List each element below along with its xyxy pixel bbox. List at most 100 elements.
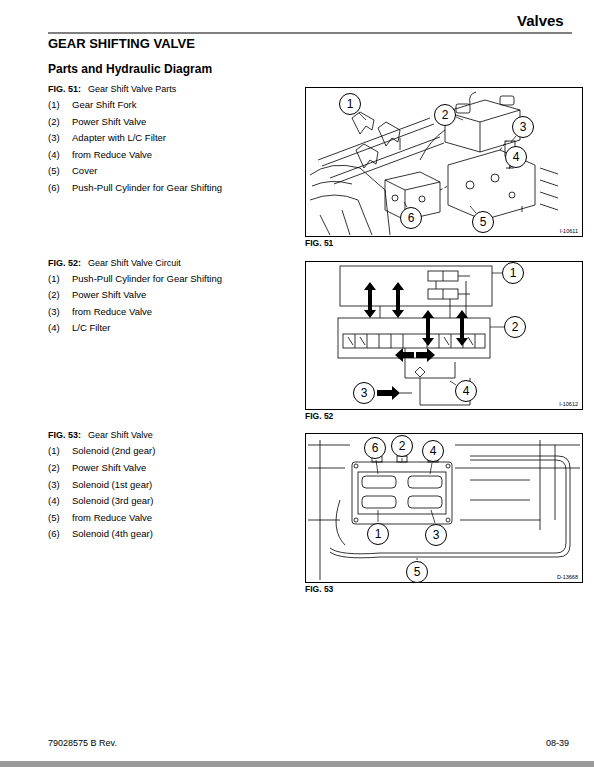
callout-circle: 4	[455, 380, 477, 402]
image-id: D-13668	[557, 574, 578, 580]
figure-frame: I-10611 1 2 3 4 6 5	[305, 87, 583, 237]
figure-caption: Gear Shift Valve	[88, 430, 153, 440]
section-title: GEAR SHIFTING VALVE	[48, 36, 195, 51]
exploded-view	[440, 141, 507, 190]
flow-arrow	[456, 310, 468, 346]
flow-arrow	[416, 348, 435, 362]
callout-circle: 2	[434, 104, 456, 126]
part-name: Push-Pull Cylinder for Gear Shifting	[72, 274, 222, 285]
image-id: I-10612	[559, 401, 578, 407]
part-name: L/C Filter	[72, 323, 111, 334]
installed-view	[352, 462, 452, 524]
hydraulic-schematic	[400, 393, 412, 394]
callout-number: 4	[430, 445, 437, 457]
installed-view	[308, 440, 580, 580]
callout-number: 3	[361, 387, 368, 399]
callout-circle: 3	[353, 382, 375, 404]
exploded-view	[310, 92, 558, 235]
callout-circle: 3	[512, 116, 534, 138]
item-number: (1)	[48, 100, 60, 111]
section-subheading: Parts and Hydraulic Diagram	[48, 63, 212, 77]
exploded-view	[509, 192, 515, 198]
callout-circle: 1	[339, 93, 361, 115]
header-rule	[48, 32, 572, 33]
hydraulic-schematic	[338, 266, 492, 405]
hydraulic-schematic	[348, 337, 473, 345]
item-number: (3)	[48, 480, 60, 491]
figure-number: FIG. 52	[305, 412, 333, 422]
item-number: (1)	[48, 446, 60, 457]
image-id: I-10611	[560, 228, 578, 234]
installed-view	[330, 456, 570, 558]
part-name: Solenoid (3rd gear)	[72, 496, 153, 507]
leader-line	[450, 273, 504, 385]
callout-number: 5	[480, 216, 487, 228]
item-number: (3)	[48, 307, 60, 318]
exploded-view	[491, 174, 499, 182]
part-name: Adapter with L/C Filter	[72, 133, 166, 144]
callout-circle: 3	[425, 524, 447, 546]
figure-caption: FIG. 51:	[48, 84, 81, 94]
figure-frame: I-10612 1 2 3 4	[305, 261, 583, 410]
installed-view	[354, 518, 358, 522]
footer-bar	[0, 761, 594, 767]
installed-view	[446, 464, 450, 468]
hydraulic-schematic	[443, 271, 470, 281]
part-name: Solenoid (1st gear)	[72, 480, 152, 491]
item-number: (6)	[48, 183, 60, 194]
leader-line	[376, 458, 435, 560]
callout-number: 4	[463, 385, 470, 397]
figure-caption: FIG. 53:	[48, 430, 81, 440]
flow-arrow	[422, 310, 434, 346]
part-name: Power Shift Valve	[72, 463, 146, 474]
flow-arrow	[377, 386, 400, 400]
exploded-view	[392, 195, 398, 201]
hydraulic-schematic	[355, 334, 475, 348]
figure-caption: Gear Shift Valve Circuit	[88, 258, 181, 268]
callout-number: 4	[513, 151, 520, 163]
item-number: (6)	[48, 529, 60, 540]
item-number: (5)	[48, 513, 60, 524]
callout-number: 2	[442, 109, 449, 121]
part-name: from Reduce Valve	[72, 513, 152, 524]
hydraulic-schematic	[415, 367, 425, 377]
part-name: Push-Pull Cylinder for Gear Shifting	[72, 183, 222, 194]
part-name: from Reduce Valve	[72, 150, 152, 161]
footer-bar	[0, 761, 594, 767]
callout-circle: 2	[504, 316, 526, 338]
callout-circle: 2	[391, 435, 413, 457]
callout-circle: 6	[364, 437, 386, 459]
page-footer: 79028575 B Rev.	[48, 738, 117, 748]
callout-number: 2	[399, 440, 406, 452]
callout-circle: 6	[400, 207, 422, 229]
flow-arrow	[395, 348, 414, 362]
page-header: Valves	[517, 12, 564, 29]
callout-number: 5	[414, 566, 421, 578]
exploded-view	[419, 196, 425, 202]
part-name: Solenoid (4th gear)	[72, 529, 153, 540]
leader-line	[450, 273, 504, 385]
callout-number: 2	[512, 321, 519, 333]
figure-caption: FIG. 52:	[48, 258, 81, 268]
callout-number: 1	[347, 98, 354, 110]
exploded-view	[310, 165, 390, 235]
part-name: Gear Shift Fork	[72, 100, 136, 111]
item-number: (4)	[48, 323, 60, 334]
installed-view	[362, 476, 396, 488]
callout-number: 3	[433, 529, 440, 541]
callout-number: 1	[375, 528, 382, 540]
installed-view	[358, 472, 446, 514]
callout-number: 6	[372, 442, 379, 454]
part-name: Power Shift Valve	[72, 290, 146, 301]
exploded-view	[456, 104, 470, 113]
callout-circle: 1	[367, 523, 389, 545]
item-number: (2)	[48, 117, 60, 128]
installed-view	[446, 518, 450, 522]
item-number: (3)	[48, 133, 60, 144]
flow-arrow	[364, 282, 376, 318]
leader-line	[359, 113, 516, 213]
callout-circle: 5	[472, 211, 494, 233]
part-name: Power Shift Valve	[72, 117, 146, 128]
callout-number: 1	[510, 267, 517, 279]
